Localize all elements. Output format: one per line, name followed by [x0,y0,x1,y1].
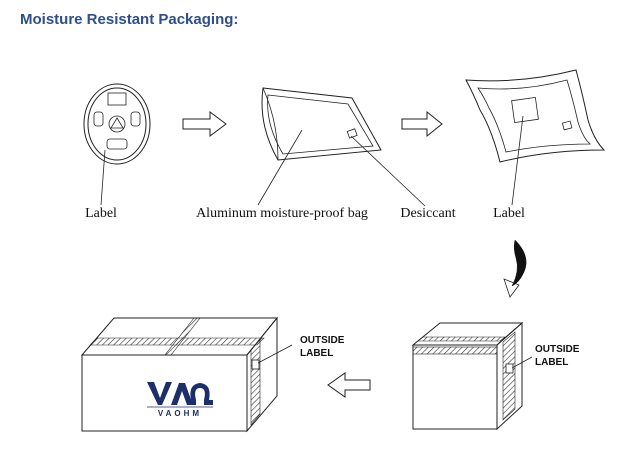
large-box-label-line1: OUTSIDE [300,335,345,346]
curved-down-arrow-icon [503,239,527,298]
aluminum-bag [261,87,382,161]
reel-label-caption: Label [85,206,117,221]
sealed-label-leader [511,115,524,206]
desiccant-caption: Desiccant [400,206,455,221]
large-box-label-leader [257,344,293,364]
small-box-label-line1: OUTSIDE [535,344,580,355]
small-box-label-leader [511,356,533,369]
reel-label-leader [100,149,106,206]
small-box [411,321,524,431]
left-arrow-icon [327,372,371,398]
sealed-bag [465,69,606,163]
desiccant-leader [350,135,426,207]
bag-caption: Aluminum moisture-proof bag [196,206,368,221]
vaohm-logo: VAOHM [147,382,213,418]
bag-leader [257,129,303,206]
right-arrow-icon [401,110,443,138]
small-box-label-line2: LABEL [535,357,568,368]
page-title: Moisture Resistant Packaging: [20,11,239,28]
right-arrow-icon [182,111,227,137]
large-box [80,316,279,433]
sealed-label-caption: Label [493,206,525,221]
large-box-label-line2: LABEL [300,348,333,359]
reel [83,83,151,165]
brand-wordmark: VAOHM [158,409,202,418]
